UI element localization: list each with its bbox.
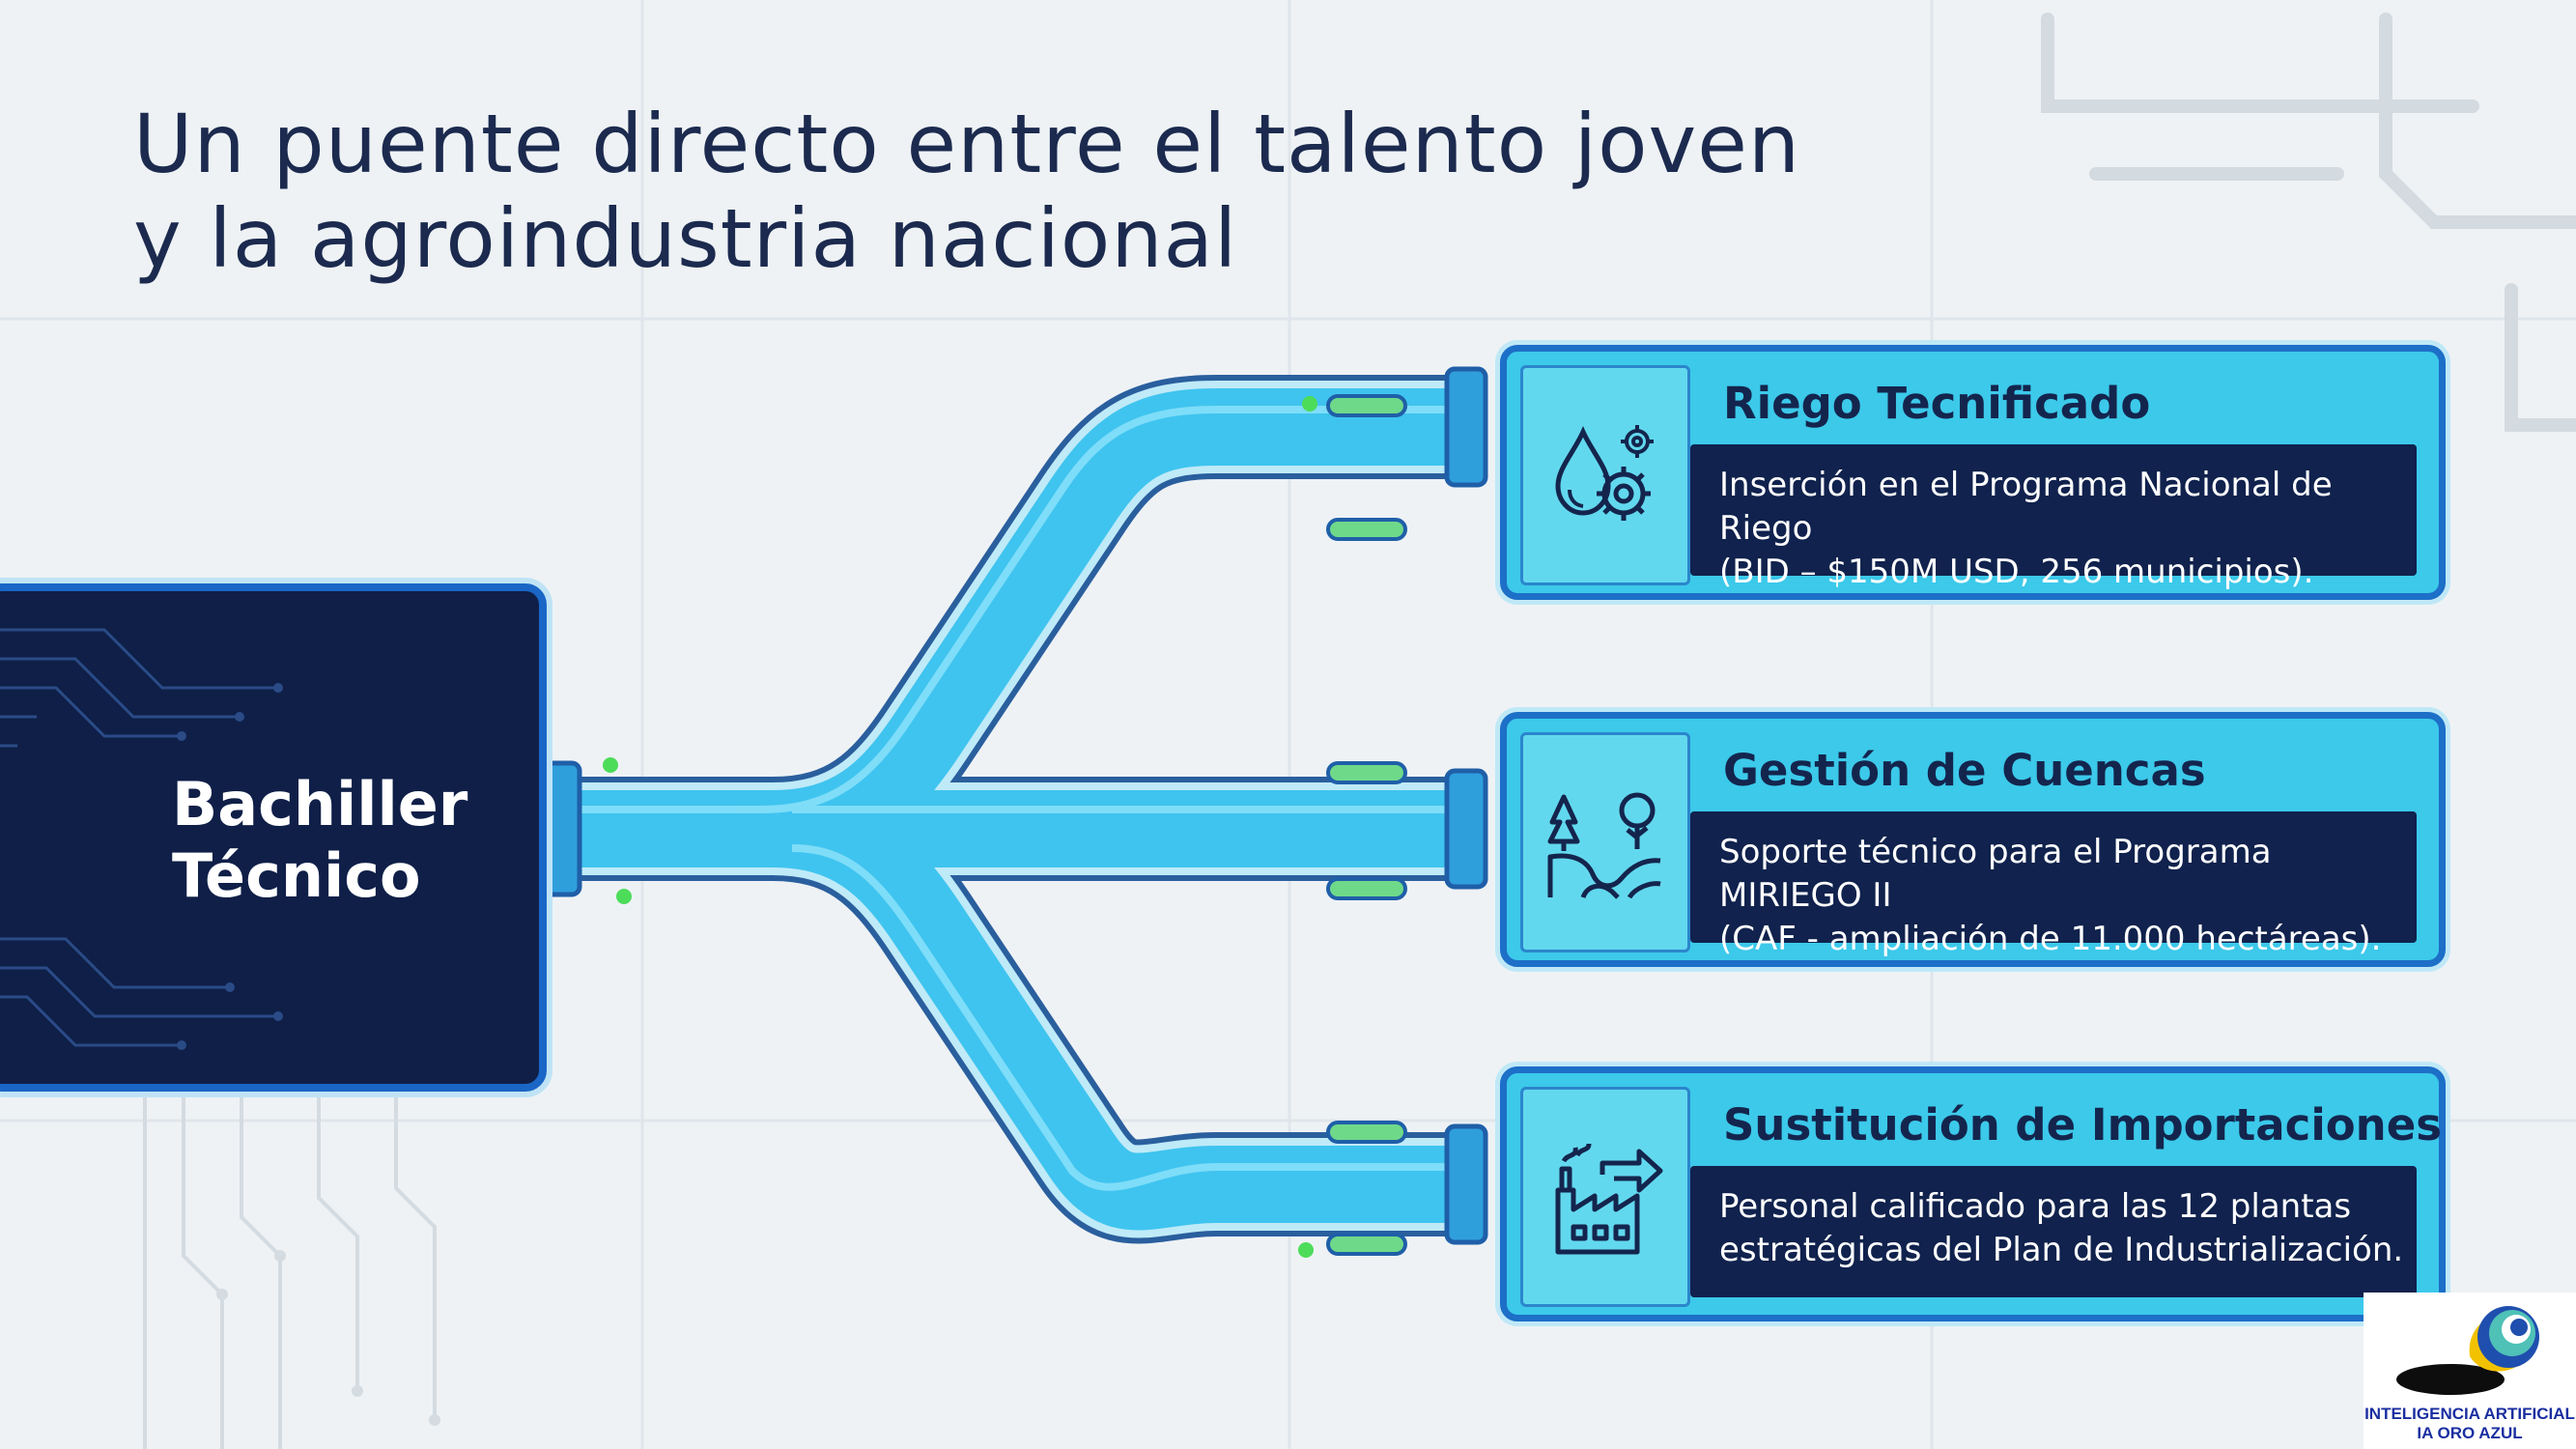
card-body: Personal calificado para las 12 plantas … <box>1690 1166 2417 1297</box>
decorative-pipes <box>2041 13 2576 432</box>
card-body-line-2: (BID – $150M USD, 256 municipios). <box>1719 553 2314 591</box>
card-riego-tecnificado: Riego Tecnificado Inserción en el Progra… <box>1500 345 2446 600</box>
status-rings <box>1326 394 1407 1256</box>
pipe-couplings <box>1444 366 1488 1245</box>
card-icon-box <box>1520 732 1690 952</box>
card-sustitucion-de-importaciones: Sustitución de Importaciones Personal ca… <box>1500 1066 2446 1321</box>
circuit-lines <box>143 1082 437 1449</box>
card-title: Riego Tecnificado <box>1723 378 2151 429</box>
factory-arrow-icon <box>1555 1143 1663 1255</box>
water-drop-gear-icon <box>1555 425 1654 521</box>
page-title: Un puente directo entre el talento joven… <box>133 97 1968 286</box>
source-block: Bachiller Técnico <box>0 583 547 1092</box>
logo-emblem <box>2396 1306 2539 1395</box>
page-title-line-1: Un puente directo entre el talento joven <box>133 97 1801 191</box>
card-body: Soporte técnico para el Programa MIRIEGO… <box>1690 811 2417 958</box>
pipe-network <box>541 375 1458 1244</box>
card-icon-box <box>1520 365 1690 585</box>
card-title: Gestión de Cuencas <box>1723 745 2206 796</box>
river-trees-icon <box>1547 792 1661 899</box>
logo-text-line-2: IA ORO AZUL <box>2417 1424 2523 1442</box>
card-body-line-1: Inserción en el Programa Nacional de Rie… <box>1719 466 2333 548</box>
card-title: Sustitución de Importaciones <box>1723 1099 2443 1151</box>
source-label-line-2: Técnico <box>172 840 421 911</box>
card-gestion-de-cuencas: Gestión de Cuencas Soporte técnico para … <box>1500 712 2446 967</box>
card-body-line-1: Personal calificado para las 12 plantas <box>1719 1187 2352 1226</box>
card-body-line-2: estratégicas del Plan de Industrializaci… <box>1719 1231 2404 1269</box>
card-body-line-1: Soporte técnico para el Programa MIRIEGO… <box>1719 833 2272 915</box>
logo: INTELIGENCIA ARTIFICIAL IA ORO AZUL <box>2364 1293 2576 1449</box>
card-body-line-2: (CAF - ampliación de 11.000 hectáreas). <box>1719 920 2382 958</box>
page-title-line-2: y la agroindustria nacional <box>133 191 1238 286</box>
source-label: Bachiller Técnico <box>172 769 467 912</box>
card-icon-box <box>1520 1087 1690 1307</box>
card-body: Inserción en el Programa Nacional de Rie… <box>1690 444 2417 591</box>
logo-text-line-1: INTELIGENCIA ARTIFICIAL <box>2364 1405 2575 1423</box>
circuit-pattern <box>0 628 283 1050</box>
status-leds <box>603 396 1317 1258</box>
source-label-line-1: Bachiller <box>172 769 468 839</box>
